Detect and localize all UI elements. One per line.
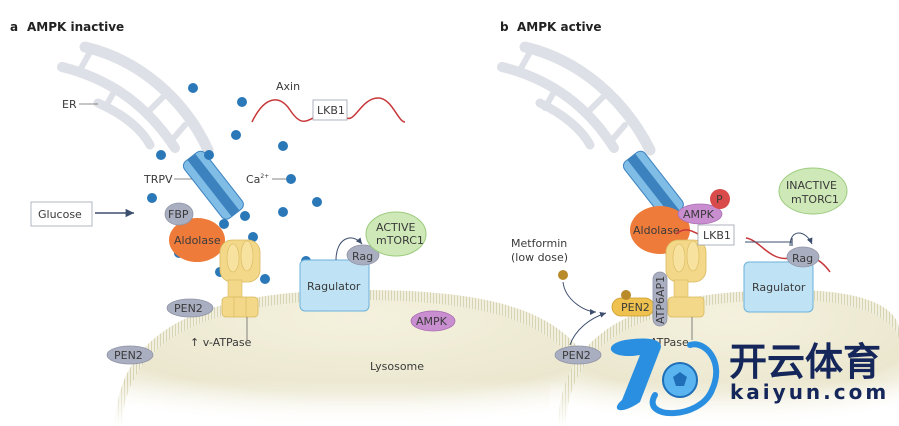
pen2-free-label: PEN2	[114, 349, 143, 362]
rag-b-label: Rag	[792, 252, 813, 265]
ragulator-b-label: Ragulator	[752, 281, 806, 294]
er-membrane-b	[497, 41, 656, 156]
axin-label: Axin	[276, 80, 300, 93]
ampk-inactive-label: AMPK	[416, 315, 448, 328]
panel-b-title: AMPK active	[517, 20, 602, 34]
mtorc1-active	[365, 211, 427, 257]
rag	[346, 244, 380, 266]
metformin	[558, 270, 568, 280]
ragulator	[299, 259, 370, 312]
phospho	[710, 189, 730, 209]
watermark-chinese: 开云体育	[729, 340, 881, 384]
calcium-ion	[219, 219, 229, 229]
calcium-ion	[278, 141, 288, 151]
v-atpase-b	[665, 239, 707, 318]
pen2-bound-label: PEN2	[621, 301, 650, 314]
atp6ap1	[652, 271, 668, 327]
trpv-channel	[182, 150, 244, 220]
ampk-active-label: AMPK	[683, 208, 715, 221]
phospho-label: P	[716, 193, 723, 206]
trpv-label: TRPV	[143, 173, 173, 186]
rag-arrow-b	[789, 232, 813, 247]
pen2-free-b	[554, 345, 602, 365]
panel-a-title: AMPK inactive	[27, 20, 124, 34]
v-atpase	[219, 239, 261, 318]
mtorc1-inactive	[778, 167, 848, 215]
v-atpase-label: ↑ v-ATPase	[190, 336, 252, 349]
calcium-ion	[147, 193, 157, 203]
pen2-free	[106, 345, 154, 365]
metformin-line1: Metformin	[511, 237, 567, 250]
er-label: ER	[62, 98, 77, 111]
metformin-arrow	[562, 281, 597, 315]
calcium-ion	[156, 150, 166, 160]
watermark: 开云体育 kaiyun.com	[610, 338, 889, 417]
calcium-ion	[240, 211, 250, 221]
pen2-recruit-arrow	[569, 311, 607, 346]
mtorc1-active-line2: mTORC1	[376, 234, 424, 247]
ampk-inactive	[410, 310, 456, 332]
ragulator-b	[743, 261, 814, 313]
calcium-ion	[278, 207, 288, 217]
lysosome-label: Lysosome	[370, 360, 424, 373]
metformin-bound	[621, 290, 631, 300]
atp6ap1-label: ATP6AP1	[654, 276, 667, 324]
er-membrane	[57, 41, 214, 156]
watermark-logo-icon	[610, 338, 720, 417]
lkb1-label: LKB1	[317, 104, 345, 117]
glucose-box	[30, 201, 93, 227]
axin-strand-right	[346, 97, 406, 123]
mtorc1-active-line1: ACTIVE	[376, 221, 416, 234]
aldolase-label: Aldolase	[174, 234, 221, 247]
pen2-free-b-label: PEN2	[562, 349, 591, 362]
pen2-membrane-label: PEN2	[174, 302, 203, 315]
calcium-ion	[286, 174, 296, 184]
calcium-ion	[260, 274, 270, 284]
rag-activation-arrow	[335, 237, 363, 261]
rag-label: Rag	[352, 250, 373, 263]
fbp-label: FBP	[168, 208, 189, 221]
ampk-active	[677, 203, 723, 225]
calcium-ion	[188, 83, 198, 93]
aldolase	[169, 218, 225, 262]
glucose-label: Glucose	[38, 208, 82, 221]
lkb1-b-label: LKB1	[703, 229, 731, 242]
calcium-ion	[248, 232, 258, 242]
aldolase-b-label: Aldolase	[633, 224, 680, 237]
lkb1-b-box	[697, 224, 735, 246]
mtorc1-inactive-line2: mTORC1	[791, 193, 839, 206]
panel-b-letter: b	[500, 20, 509, 34]
lkb1-box	[312, 99, 348, 121]
ragulator-label: Ragulator	[307, 280, 361, 293]
watermark-domain: kaiyun.com	[730, 380, 889, 404]
calcium-ion	[237, 97, 247, 107]
calcium-ion	[204, 150, 214, 160]
axin-strand	[251, 99, 314, 123]
pen2-membrane	[166, 298, 214, 318]
calcium-ion	[231, 130, 241, 140]
rag-b	[786, 246, 820, 268]
fbp	[164, 202, 194, 226]
calcium-ion	[312, 197, 322, 207]
lysosome	[110, 290, 610, 426]
panel-a: a AMPK inactive Lysosome ER TRPV	[10, 20, 610, 426]
mtorc1-inactive-line1: INACTIVE	[786, 179, 837, 192]
calcium-label: Ca2+	[246, 173, 269, 186]
panel-a-letter: a	[10, 20, 18, 34]
metformin-line2: (low dose)	[511, 251, 568, 264]
